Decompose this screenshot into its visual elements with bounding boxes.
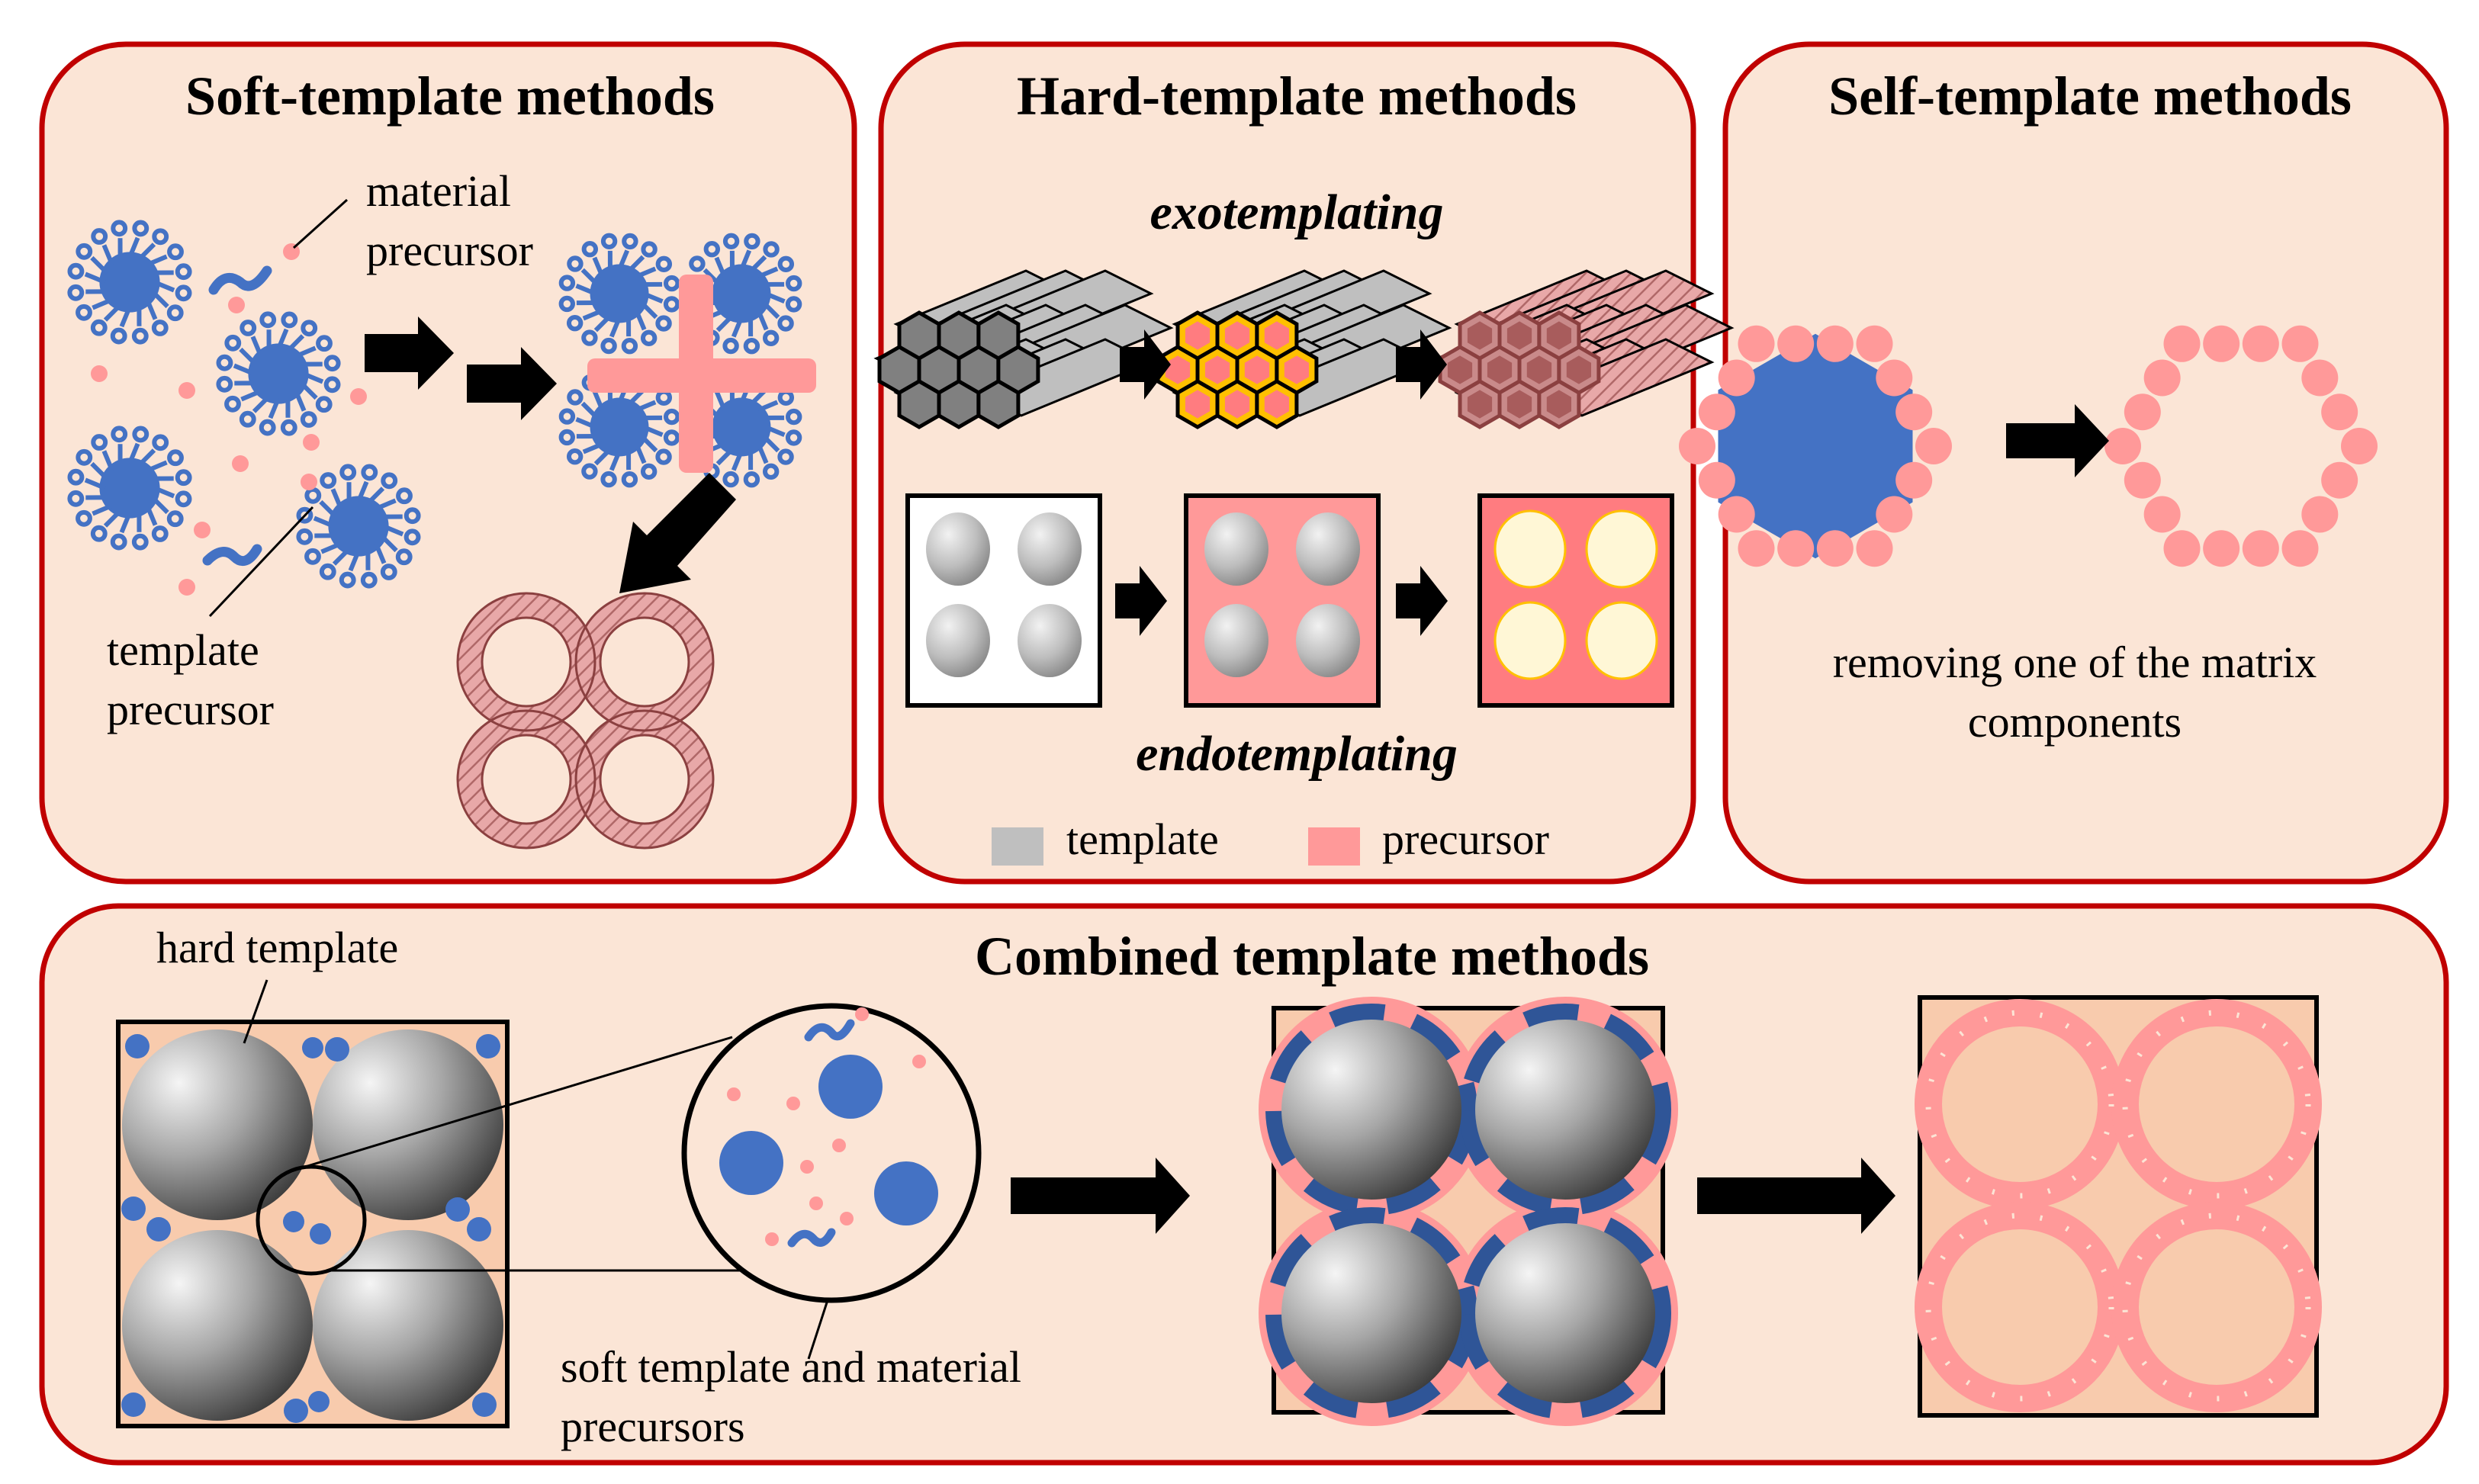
endo-arrow-2 — [1396, 566, 1448, 636]
soft-precursor-worms — [202, 265, 272, 567]
exo-product-bundle — [1434, 269, 1735, 429]
micelle — [67, 426, 192, 551]
soft-arrow-3 — [619, 473, 736, 593]
legend-precursor-label: precursor — [1382, 814, 1549, 864]
material-precursor-label-1: material — [366, 166, 511, 216]
self-caption-line-2: components — [1968, 697, 2182, 747]
template-precursor-label-2: precursor — [107, 685, 274, 734]
endo-porous-box — [1477, 493, 1674, 708]
exo-filled-bundle — [1152, 269, 1452, 429]
hard-template-leader — [243, 979, 268, 1044]
self-template-before — [1679, 325, 1952, 567]
exotemplating-label: exotemplating — [1150, 185, 1444, 240]
exo-arrow-1 — [1120, 329, 1171, 400]
soft-arrow-2 — [467, 347, 557, 420]
micelle — [216, 311, 341, 436]
endo-filled-box — [1184, 493, 1381, 708]
self-panel-title: Self-template methods — [1828, 66, 2352, 127]
self-caption-line-1: removing one of the matrix — [1833, 638, 2317, 687]
combined-coated-box — [1259, 997, 1678, 1426]
zoom-line-top — [304, 1036, 733, 1168]
micelle — [558, 233, 680, 355]
exo-template-bundle — [873, 269, 1174, 429]
self-arrow — [2006, 404, 2109, 477]
combined-arrow-1 — [1011, 1158, 1190, 1234]
template-precursor-label-1: template — [107, 625, 259, 675]
hard-template-label: hard template — [156, 923, 398, 972]
legend-precursor-swatch — [1308, 827, 1360, 866]
combined-hard-template-box — [116, 1020, 510, 1428]
soft-template-label-2: precursors — [561, 1402, 745, 1451]
soft-assembled-precursor — [587, 275, 816, 473]
material-precursor-label-2: precursor — [366, 226, 533, 275]
combined-arrow-2 — [1697, 1158, 1895, 1234]
self-template-after — [2104, 325, 2378, 567]
soft-arrow-1 — [365, 316, 454, 390]
combined-panel-title: Combined template methods — [975, 926, 1649, 987]
soft-template-leader — [807, 1299, 829, 1360]
soft-precursor-dots — [91, 243, 367, 596]
endotemplating-label: endotemplating — [1136, 726, 1458, 782]
legend-template-label: template — [1066, 814, 1219, 864]
soft-hollow-rings — [456, 592, 715, 850]
combined-porous-box — [1915, 995, 2322, 1418]
micelle — [67, 220, 192, 345]
soft-panel-title: Soft-template methods — [185, 66, 715, 127]
legend-template-swatch — [992, 827, 1043, 866]
soft-template-label-1: soft template and material — [561, 1342, 1021, 1392]
micelle — [296, 464, 421, 589]
exo-arrow-2 — [1396, 329, 1447, 400]
zoom-detail-circle — [681, 1003, 982, 1303]
zoom-source-circle — [256, 1164, 367, 1276]
combined-template-panel — [39, 903, 2449, 1466]
endo-arrow-1 — [1115, 566, 1167, 636]
endo-template-box — [905, 493, 1102, 708]
template-precursor-leader — [208, 506, 314, 618]
material-precursor-leader — [292, 198, 349, 249]
hard-panel-title: Hard-template methods — [1017, 66, 1577, 127]
